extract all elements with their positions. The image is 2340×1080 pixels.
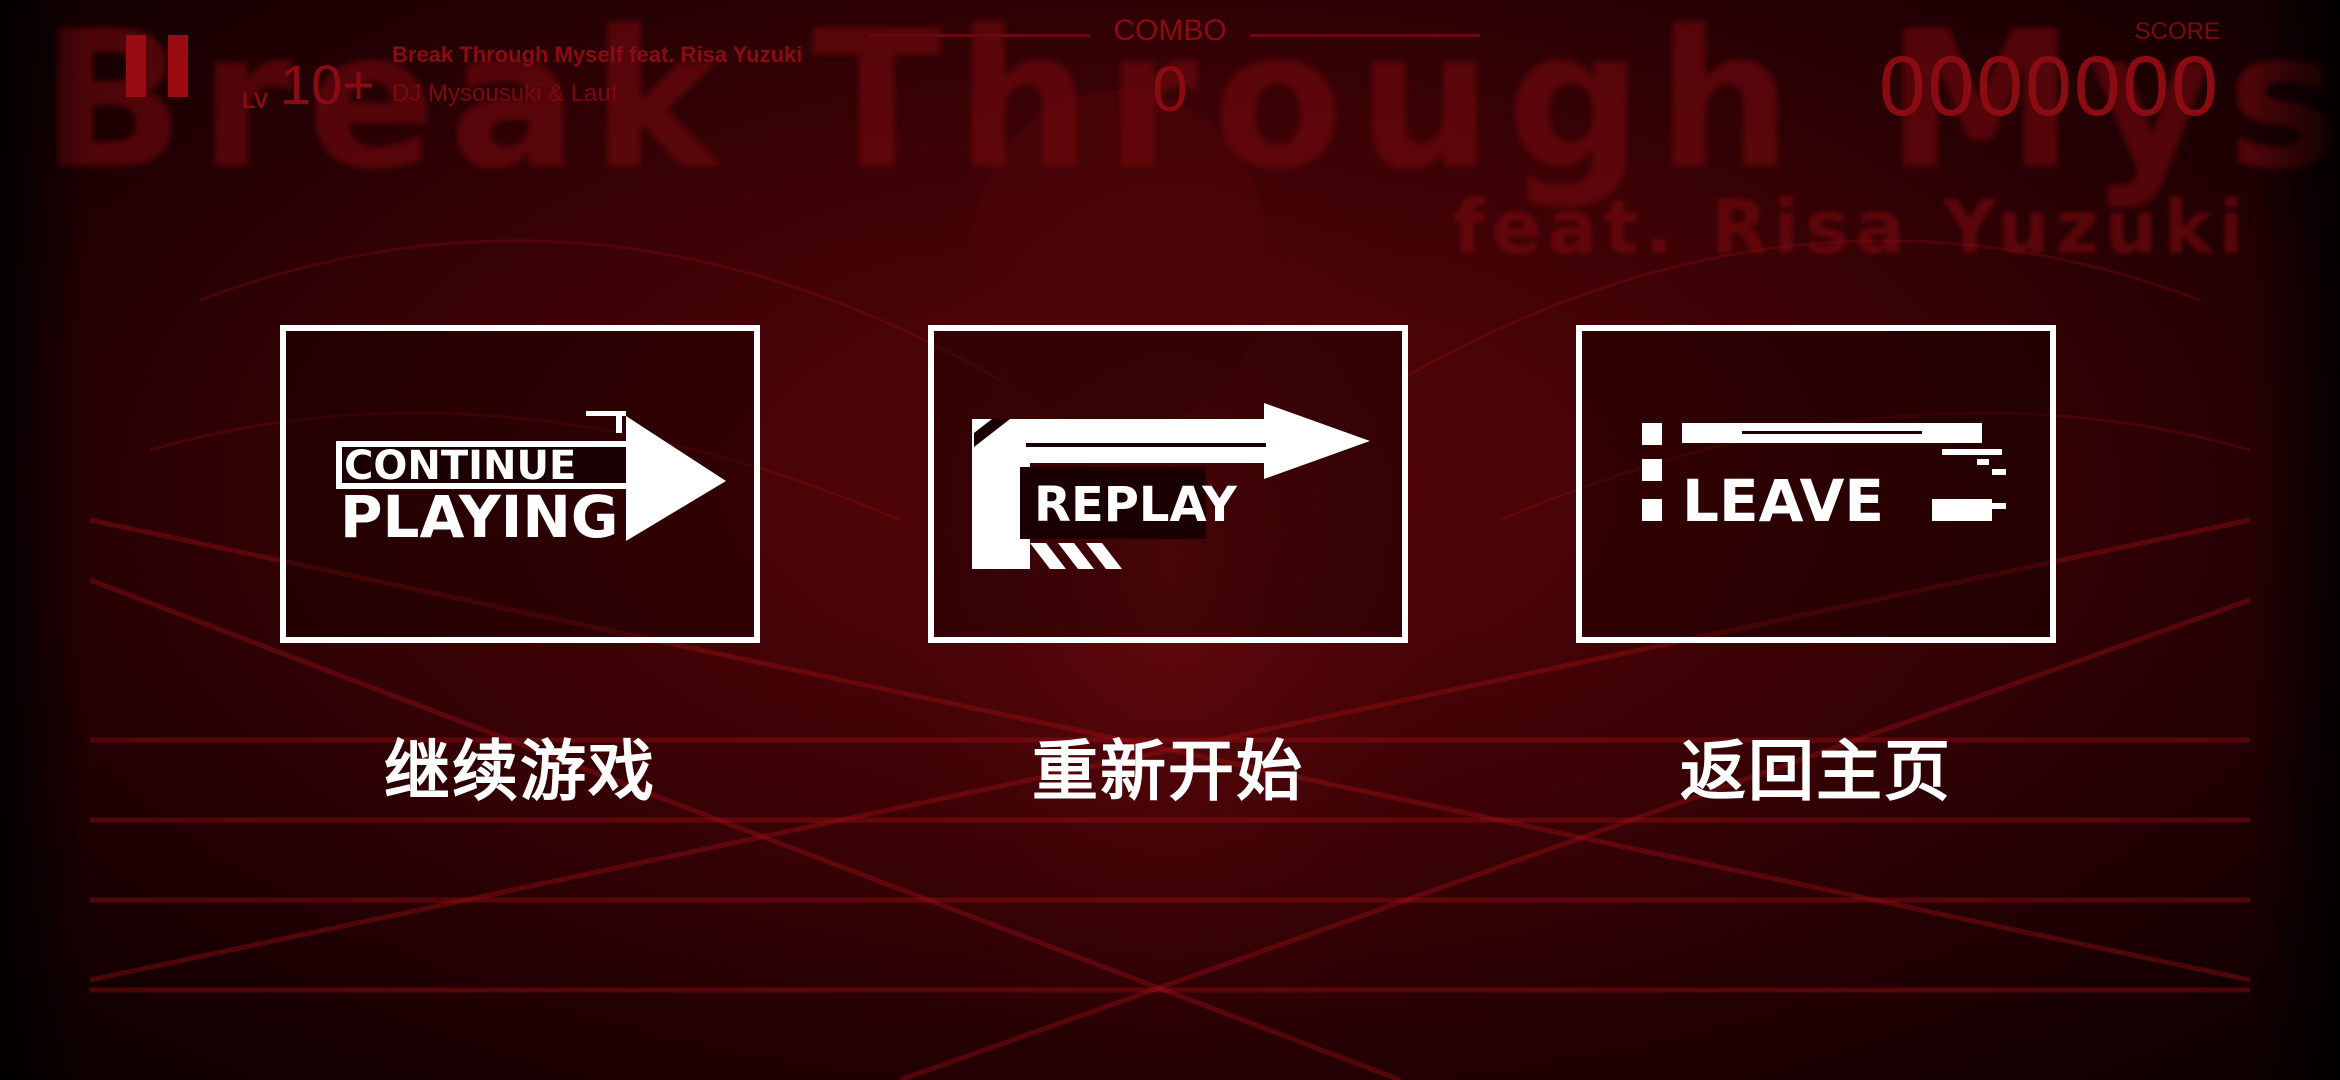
continue-playing-label[interactable]: 继续游戏 — [384, 733, 656, 810]
song-title: Break Through Myself feat. Risa Yuzuki — [392, 42, 803, 67]
combo-label: COMBO — [1113, 14, 1227, 47]
score-value: 0000000 — [1878, 39, 2220, 133]
score-label: SCORE — [2134, 18, 2220, 45]
continue-logo-line1: CONTINUE — [344, 443, 576, 489]
replay-label[interactable]: 重新开始 — [1032, 733, 1304, 810]
background-song-subtitle: feat. Risa Yuzuki — [1453, 185, 2250, 271]
pause-icon[interactable] — [124, 30, 194, 100]
combo-value: 0 — [1152, 53, 1188, 125]
leave-label[interactable]: 返回主页 — [1680, 733, 1952, 810]
replay-button[interactable]: REPLAY — [928, 325, 1408, 643]
continue-playing-logo: CONTINUE PLAYING — [336, 411, 726, 551]
leave-button[interactable]: LEAVE — [1576, 325, 2056, 643]
combo-divider-left — [870, 34, 1090, 37]
pause-bar-left — [126, 35, 146, 97]
left-edge-shade — [0, 0, 90, 1080]
leave-logo: LEAVE — [1642, 423, 2006, 535]
song-artist: DJ Mysousuki & Lauf — [392, 80, 618, 107]
continue-logo-line2: PLAYING — [340, 483, 619, 551]
continue-playing-button[interactable]: CONTINUE PLAYING — [280, 325, 760, 643]
replay-logo: REPLAY — [972, 403, 1370, 569]
background-song-title: Break Through Myself — [40, 0, 2340, 211]
level-prefix: LV — [242, 88, 269, 113]
pause-bar-right — [168, 35, 188, 97]
leave-logo-text: LEAVE — [1682, 467, 1884, 535]
right-edge-shade — [2250, 0, 2340, 1080]
replay-logo-text: REPLAY — [1034, 477, 1238, 533]
level-value: 10+ — [280, 53, 375, 116]
combo-divider-right — [1250, 34, 1480, 37]
